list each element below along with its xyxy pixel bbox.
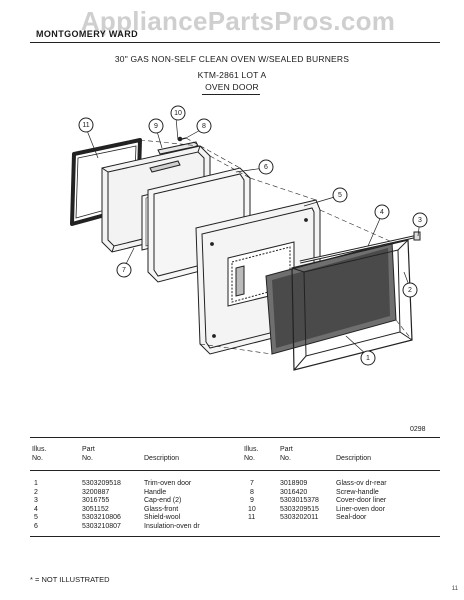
callout-10: 10 [170,105,186,121]
svg-text:11: 11 [82,122,89,129]
svg-text:8: 8 [202,123,206,130]
callout-3: 3 [412,212,428,228]
page-corner-mark: 11 [451,586,458,592]
diagram-title: 30" GAS NON-SELF CLEAN OVEN W/SEALED BUR… [114,54,350,64]
callout-4: 4 [374,204,390,220]
callout-9: 9 [148,118,164,134]
header-illus-no-right: Illus.No. [244,446,259,462]
header-divider [30,42,440,43]
svg-text:7: 7 [122,267,126,274]
callout-6: 6 [258,159,274,175]
brand-name: MONTGOMERY WARD [36,29,138,39]
section-underline [202,94,260,95]
svg-text:4: 4 [380,209,384,216]
callout-7-lower: 7 [116,262,132,278]
svg-text:6: 6 [264,164,268,171]
svg-text:2: 2 [408,287,412,294]
table-header-rule [30,470,440,471]
callout-1: 1 [360,350,376,366]
section-title: OVEN DOOR [205,82,259,92]
screw-part [177,136,187,142]
header-description-right: Description [336,455,372,462]
callout-11: 11 [78,117,94,133]
svg-text:9: 9 [154,123,158,130]
watermark-logo: AppliancePartsPros.com [80,6,396,36]
figure-code: 0298 [410,426,426,433]
footnote-not-illustrated: * = NOT ILLUSTRATED [30,575,110,584]
model-number: KTM-2861 LOT A [197,70,267,80]
end-cap-part [413,231,421,241]
callout-8: 8 [196,118,212,134]
callout-10-label: 10 [174,110,182,117]
svg-text:5: 5 [338,192,342,199]
callout-2: 2 [402,282,418,298]
svg-text:3: 3 [418,217,422,224]
handle-part [299,234,419,264]
table-top-rule [30,437,440,438]
header-description-left: Description [144,455,180,462]
callout-5: 5 [332,187,348,203]
exploded-view-diagram: 1 2 3 4 5 6 7 8 9 10 11 7 [70,105,428,371]
svg-text:1: 1 [366,355,370,362]
header-illus-no-left: Illus.No. [32,446,47,462]
table-bottom-rule [30,536,440,537]
